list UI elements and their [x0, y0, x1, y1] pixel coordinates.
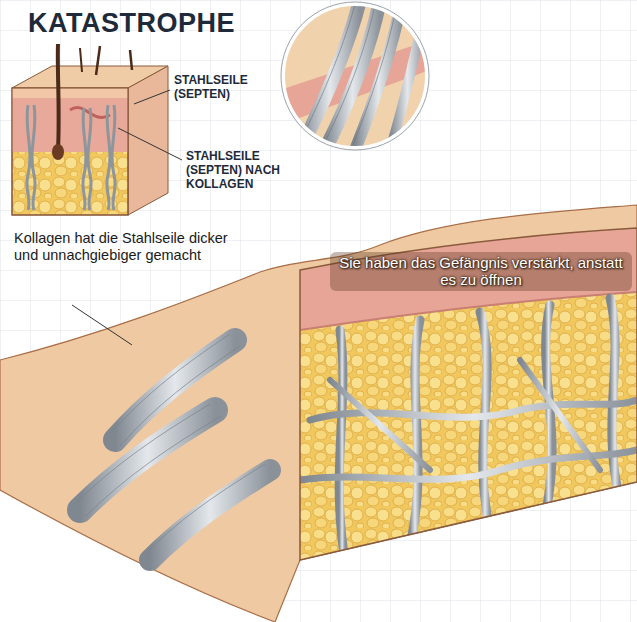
part-label: STAHLSEILE (SEPTEN) NACH KOLLAGEN	[186, 150, 304, 191]
title: KATASTROPHE	[28, 8, 235, 39]
overlay-note: Sie haben das Gefängnis verstärkt, ansta…	[330, 252, 632, 291]
skin-cube	[12, 44, 182, 215]
skin-block	[300, 220, 637, 565]
skin-surface	[0, 205, 637, 622]
zoom-circle	[280, 0, 430, 150]
note-text: Kollagen hat die Stahlseile dicker und u…	[14, 230, 229, 263]
part-label: STAHLSEILE (SEPTEN)	[174, 74, 266, 102]
leader-line	[72, 305, 132, 345]
